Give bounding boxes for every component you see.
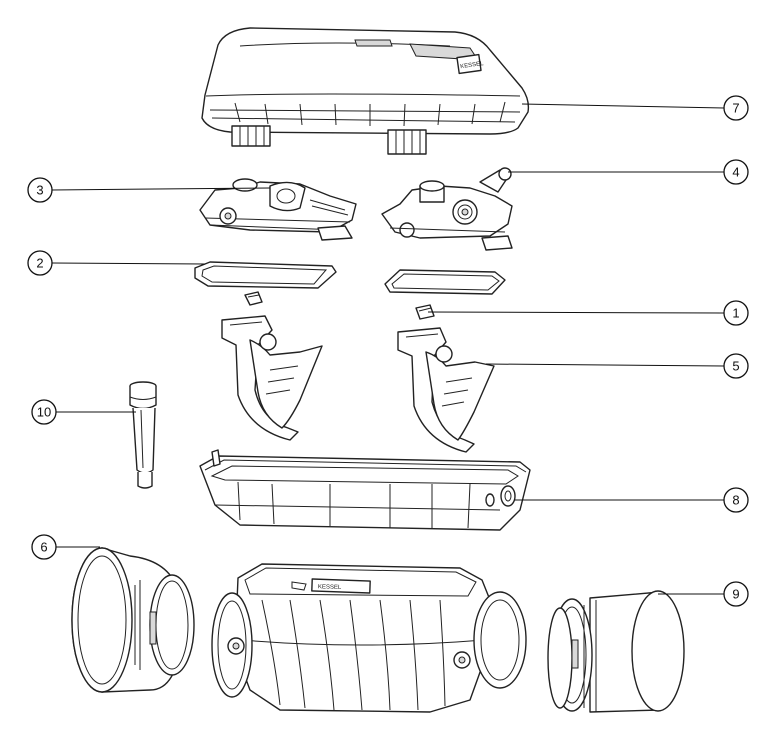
svg-text:7: 7 [732, 101, 739, 116]
svg-text:3: 3 [36, 183, 43, 198]
callout-6: 6 [31, 534, 57, 560]
callout-1: 1 [723, 300, 749, 326]
part-right-flap [397, 327, 495, 453]
housing-brand-label: KESSEL [318, 584, 342, 591]
svg-text:10: 10 [37, 405, 51, 420]
part-clips [244, 291, 435, 320]
callout-4: 4 [723, 159, 749, 185]
part-left-flap [221, 315, 323, 441]
callout-10: 10 [31, 399, 57, 425]
part-left-pipe-adapter [71, 547, 195, 693]
callout-5: 5 [723, 353, 749, 379]
part-lower-housing: KESSEL [211, 563, 527, 713]
svg-text:5: 5 [732, 359, 739, 374]
svg-text:9: 9 [732, 587, 739, 602]
cover-brand-label: KESSEL [460, 61, 485, 70]
callout-3: 3 [27, 177, 53, 203]
svg-text:2: 2 [36, 256, 43, 271]
part-upper-housing [199, 449, 531, 531]
callout-9: 9 [723, 581, 749, 607]
svg-text:8: 8 [732, 493, 739, 508]
callouts: 1 2 3 4 5 6 7 8 9 10 [27, 95, 749, 607]
callout-8: 8 [723, 487, 749, 513]
part-right-valve-top [381, 167, 513, 251]
callout-7: 7 [723, 95, 749, 121]
part-gaskets [194, 261, 506, 295]
svg-text:1: 1 [732, 306, 739, 321]
callout-2: 2 [27, 250, 53, 276]
part-pin [129, 381, 157, 489]
svg-text:6: 6 [40, 540, 47, 555]
svg-text:4: 4 [732, 165, 739, 180]
part-right-pipe-adapter [547, 590, 685, 713]
part-cover: KESSEL [201, 27, 530, 155]
